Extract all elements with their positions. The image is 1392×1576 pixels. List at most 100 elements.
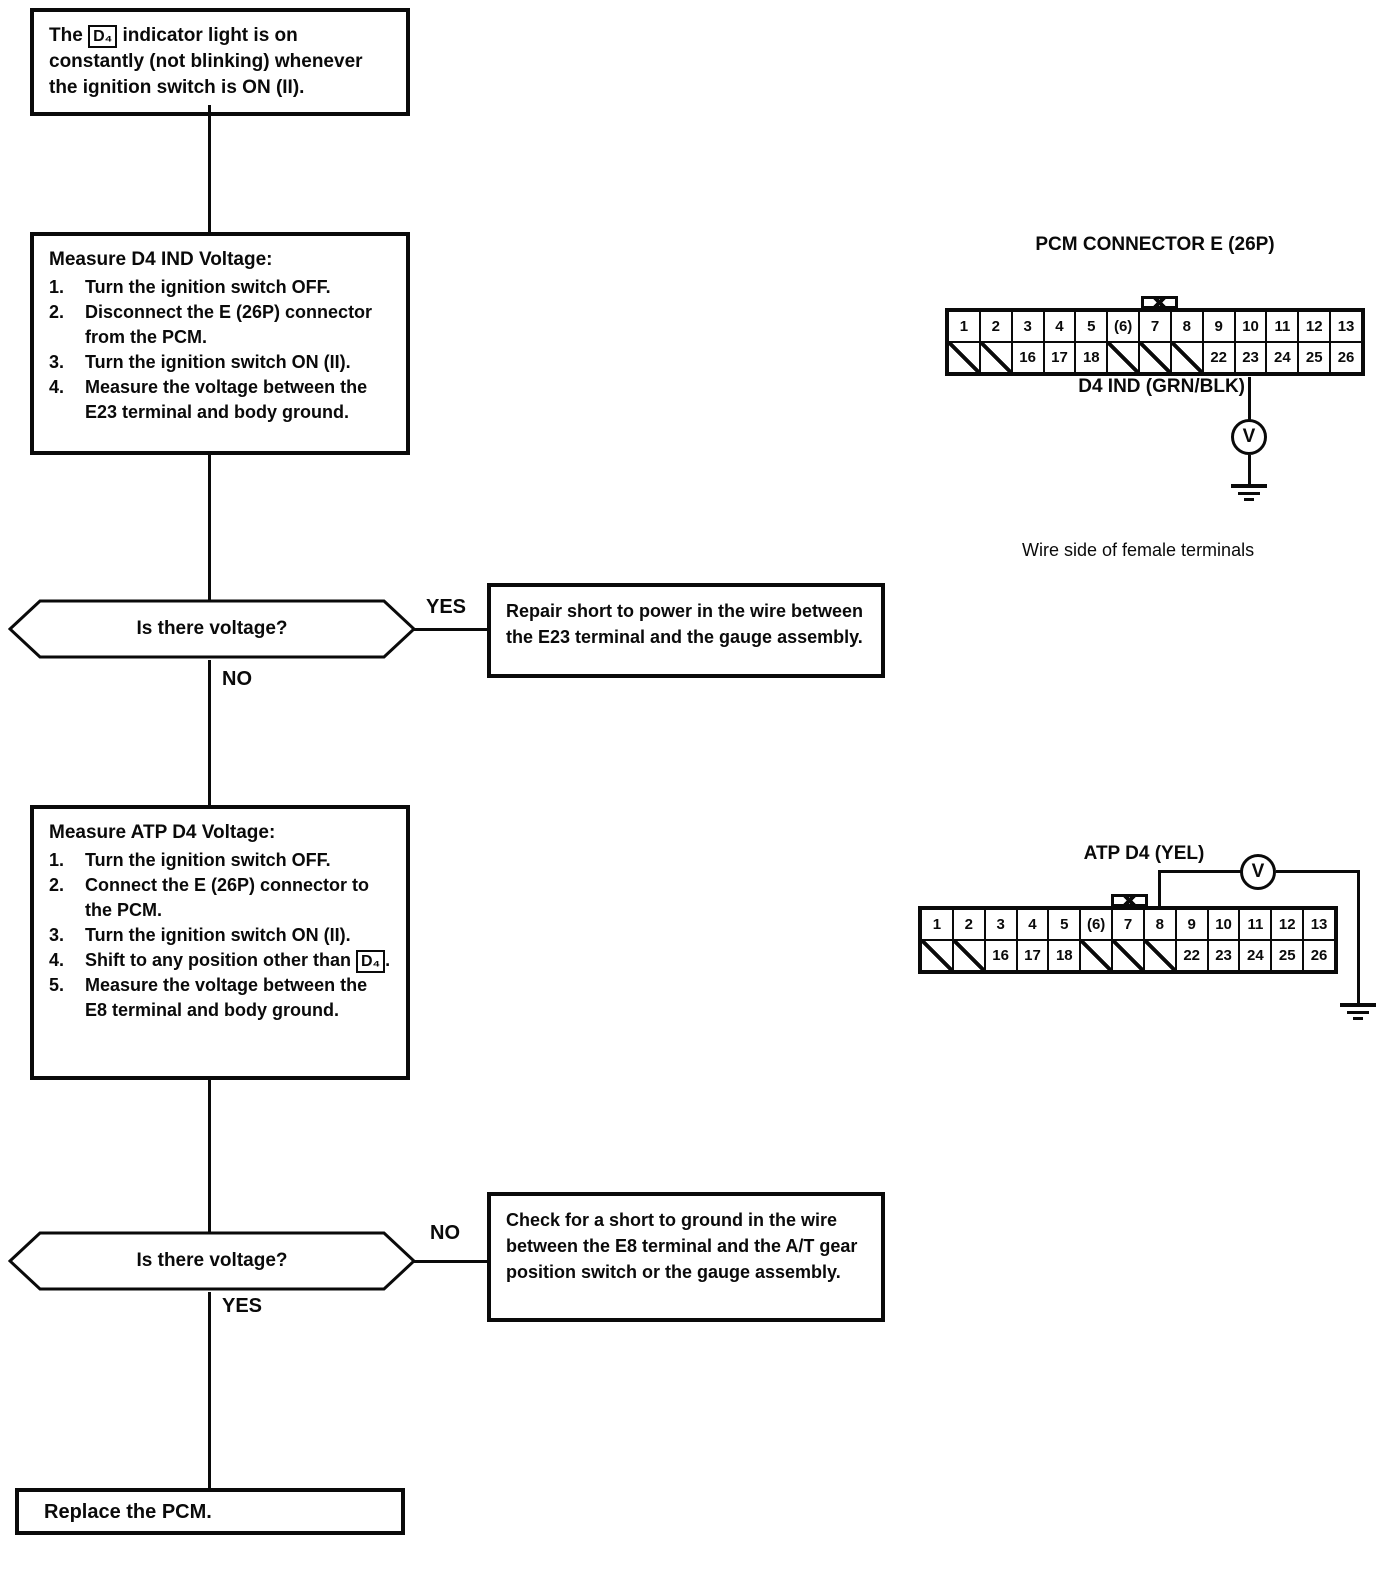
pin-cell: 7 (1112, 909, 1144, 940)
step-number: 2. (49, 302, 65, 322)
pin-cell-unused (952, 940, 985, 971)
flow-line (208, 455, 211, 600)
step-text: Turn the ignition switch OFF. (85, 277, 331, 297)
pin-cell: 9 (1175, 909, 1208, 940)
flow-line (208, 1080, 211, 1232)
pin-cell: 4 (1016, 909, 1049, 940)
flow-line (208, 1292, 211, 1488)
step-text: Connect the E (26P) connector to the PCM… (85, 875, 370, 920)
wire (1276, 870, 1360, 873)
pin-cell: 3 (984, 909, 1017, 940)
step-item: 2. Disconnect the E (26P) connector from … (49, 300, 391, 350)
pin-cell: 17 (1016, 940, 1049, 971)
pin-cell-unused (1080, 940, 1113, 971)
branch-label-yes-2: YES (222, 1295, 263, 1317)
pin-cell-unused (1112, 940, 1144, 971)
wire (1158, 870, 1161, 908)
pin-cell: 9 (1202, 311, 1235, 342)
branch-label-yes-1: YES (426, 596, 467, 618)
pin-cell: 1 (948, 311, 980, 342)
action-box-check-short-to-ground: Check for a short to ground in the wire … (487, 1192, 885, 1322)
step-text: Measure the voltage between the E8 termi… (85, 975, 368, 1020)
pin-cell: 16 (984, 940, 1017, 971)
step-text: Measure the voltage between the E23 term… (85, 377, 368, 422)
pin-cell: 5 (1048, 909, 1081, 940)
wire (1248, 455, 1251, 484)
step-number: 4. (49, 377, 65, 397)
flow-line (414, 1260, 487, 1263)
step-number: 2. (49, 875, 65, 895)
step-text: Disconnect the E (26P) connector from th… (85, 302, 373, 347)
voltmeter-icon: V (1231, 419, 1267, 455)
process-box-measure-atp-d4: Measure ATP D4 Voltage: 1.Turn the ignit… (30, 805, 410, 1080)
pin-cell: (6) (1107, 311, 1140, 342)
start-condition-box: The D₄ indicator light is on constantly … (30, 8, 410, 116)
pin-cell: 23 (1234, 342, 1267, 373)
process-steps: 1. Turn the ignition switch OFF. 2. Disconn… (49, 275, 391, 425)
wire-label-d4-ind: D4 IND (GRN/BLK) (1078, 376, 1245, 397)
connector1-title: PCM CONNECTOR E (26P) (1035, 234, 1275, 255)
step-item: 2. Connect the E (26P) connector to the P… (49, 873, 391, 923)
pin-cell-unused (948, 342, 980, 373)
pin-cell: 11 (1239, 909, 1272, 940)
step-item: 4. Measure the voltage between the E23 te… (49, 375, 391, 425)
pin-cell: 23 (1207, 940, 1240, 971)
process-box-measure-d4-ind: Measure D4 IND Voltage: 1. Turn the ignit… (30, 232, 410, 455)
pin-cell: 7 (1139, 311, 1171, 342)
wire (1158, 870, 1242, 873)
pin-cell: 13 (1303, 909, 1335, 940)
step-item: 3. Turn the ignition switch ON (II). (49, 923, 391, 948)
process-title: Measure D4 IND Voltage: (49, 249, 273, 270)
pin-cell: 2 (952, 909, 985, 940)
step-number: 1. (49, 277, 65, 297)
decision-is-there-voltage-1: Is there voltage? (8, 598, 416, 660)
step-text: Turn the ignition switch ON (II). (85, 925, 351, 945)
pin-cell: (6) (1080, 909, 1113, 940)
pin-cell: 26 (1330, 342, 1362, 373)
pin-cell: 11 (1266, 311, 1299, 342)
pin-cell-unused (1139, 342, 1171, 373)
decision-question: Is there voltage? (136, 1250, 288, 1271)
step-item: 1. Turn the ignition switch OFF. (49, 275, 391, 300)
connector-latch-icon (1141, 296, 1178, 309)
pin-cell: 26 (1303, 940, 1335, 971)
pin-cell-unused (1170, 342, 1203, 373)
step-number: 5. (49, 975, 65, 995)
pin-cell: 18 (1075, 342, 1108, 373)
d4-indicator-symbol: D₄ (88, 25, 118, 48)
end-box-replace-pcm: Replace the PCM. (15, 1488, 405, 1535)
pin-cell: 25 (1271, 940, 1304, 971)
step-number: 3. (49, 352, 65, 372)
pin-cell: 24 (1266, 342, 1299, 373)
pin-cell: 24 (1239, 940, 1272, 971)
flow-line (414, 628, 487, 631)
ground-symbol-icon (1340, 1003, 1376, 1020)
pin-cell: 10 (1234, 311, 1267, 342)
voltmeter-icon: V (1240, 854, 1276, 890)
step-text: Turn the ignition switch OFF. (85, 850, 331, 870)
pin-cell: 17 (1043, 342, 1076, 373)
pin-cell: 3 (1011, 311, 1044, 342)
pin-cell: 12 (1298, 311, 1331, 342)
pin-cell: 8 (1143, 909, 1176, 940)
pin-cell-unused (921, 940, 953, 971)
step-item: 4.Shift to any position other than D₄. (49, 948, 391, 973)
pin-cell: 5 (1075, 311, 1108, 342)
pin-cell: 22 (1202, 342, 1235, 373)
action-box-repair-short-to-power: Repair short to power in the wire betwee… (487, 583, 885, 678)
wire (1248, 377, 1251, 420)
pin-cell: 22 (1175, 940, 1208, 971)
wire-side-caption: Wire side of female terminals (1022, 540, 1255, 560)
branch-label-no-1: NO (222, 668, 252, 690)
step-number: 3. (49, 925, 65, 945)
wire (1357, 870, 1360, 1004)
pin-cell: 25 (1298, 342, 1331, 373)
pin-cell: 12 (1271, 909, 1304, 940)
pin-cell-unused (1143, 940, 1176, 971)
decision-question: Is there voltage? (136, 618, 288, 639)
step-item: 1.Turn the ignition switch OFF. (49, 848, 391, 873)
step-text: Shift to any position other than D₄. (85, 948, 391, 973)
